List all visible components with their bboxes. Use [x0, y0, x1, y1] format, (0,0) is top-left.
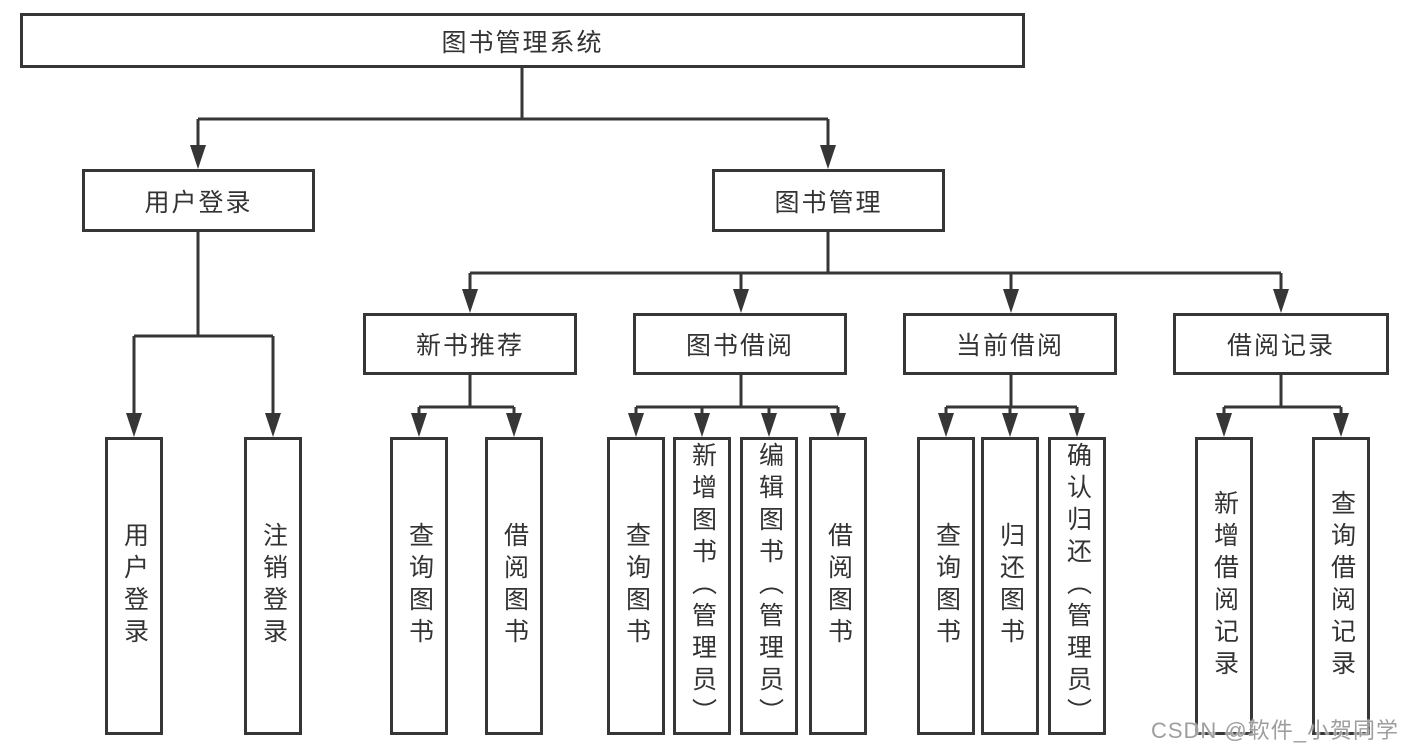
node-new-book-recommend: 新书推荐: [363, 313, 577, 375]
leaf-nb-query-books: 查询图书: [390, 437, 448, 735]
leaf-br-add-record: 新增借阅记录: [1195, 437, 1253, 735]
leaf-logout: 注销登录: [244, 437, 302, 735]
node-new-book-recommend-label: 新书推荐: [415, 332, 524, 360]
connector-book-management-to-level3: [468, 232, 1283, 292]
node-root: 图书管理系统: [20, 13, 1025, 68]
leaf-cb-confirm-return-label: 确认归还（管理员）: [1063, 442, 1092, 730]
connector-new-book-recommend-to-leaves: [417, 375, 516, 416]
leaf-nb-borrow-books-label: 借阅图书: [500, 522, 529, 650]
node-root-label: 图书管理系统: [441, 28, 604, 57]
node-current-borrow: 当前借阅: [903, 313, 1117, 375]
node-borrow-records: 借阅记录: [1173, 313, 1389, 375]
leaf-br-query-record-label: 查询借阅记录: [1327, 490, 1356, 682]
connector-book-borrow-to-leaves: [634, 375, 840, 416]
leaf-cb-confirm-return: 确认归还（管理员）: [1048, 437, 1106, 735]
leaf-bb-edit-books: 编辑图书（管理员）: [740, 437, 798, 735]
node-book-borrow-label: 图书借阅: [685, 332, 794, 360]
connector-root-to-level2: [196, 68, 830, 148]
leaf-logout-label: 注销登录: [259, 522, 288, 650]
node-current-borrow-label: 当前借阅: [955, 332, 1064, 360]
leaf-bb-borrow-books: 借阅图书: [809, 437, 867, 735]
arrowheads: [126, 145, 1349, 437]
node-book-management-label: 图书管理: [774, 188, 883, 217]
node-user-login-label: 用户登录: [144, 188, 253, 217]
leaf-cb-query-books: 查询图书: [917, 437, 975, 735]
leaf-cb-return-books: 归还图书: [981, 437, 1039, 735]
connector-borrow-records-to-leaves: [1222, 375, 1343, 416]
connector-user-login-to-leaves: [132, 232, 275, 416]
leaf-bb-add-books-label: 新增图书（管理员）: [688, 442, 717, 730]
leaf-bb-query-books: 查询图书: [607, 437, 665, 735]
leaf-bb-query-books-label: 查询图书: [622, 522, 651, 650]
leaf-bb-borrow-books-label: 借阅图书: [824, 522, 853, 650]
node-book-management: 图书管理: [712, 169, 945, 232]
node-book-borrow: 图书借阅: [633, 313, 847, 375]
leaf-br-query-record: 查询借阅记录: [1312, 437, 1370, 735]
leaf-bb-edit-books-label: 编辑图书（管理员）: [755, 442, 784, 730]
leaf-cb-return-books-label: 归还图书: [996, 522, 1025, 650]
leaf-user-login: 用户登录: [105, 437, 163, 735]
leaf-user-login-label: 用户登录: [120, 522, 149, 650]
leaf-nb-query-books-label: 查询图书: [405, 522, 434, 650]
connector-current-borrow-to-leaves: [944, 375, 1079, 416]
node-user-login: 用户登录: [82, 169, 315, 232]
node-borrow-records-label: 借阅记录: [1226, 332, 1335, 360]
leaf-cb-query-books-label: 查询图书: [932, 522, 961, 650]
leaf-br-add-record-label: 新增借阅记录: [1210, 490, 1239, 682]
leaf-nb-borrow-books: 借阅图书: [485, 437, 543, 735]
watermark: CSDN @软件_小贺同学: [1150, 718, 1399, 743]
leaf-bb-add-books: 新增图书（管理员）: [673, 437, 731, 735]
